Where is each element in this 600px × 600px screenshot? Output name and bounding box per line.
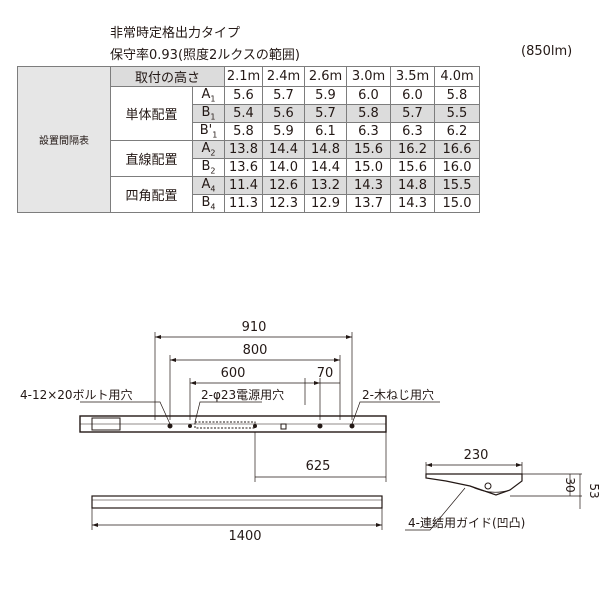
- dim-70: 70: [317, 366, 334, 381]
- table-cell: 11.3: [224, 194, 263, 213]
- table-cell: 15.6: [346, 140, 391, 159]
- dim-800: 800: [243, 343, 268, 358]
- table-cell: 14.8: [390, 176, 435, 195]
- table-cell: 5.7: [304, 104, 347, 123]
- label-screw-holes: 2-木ねじ用穴: [362, 387, 434, 402]
- height-header: 2.4m: [262, 66, 305, 87]
- table-cell: 13.8: [224, 140, 263, 159]
- height-header: 2.6m: [304, 66, 347, 87]
- table-cell: 13.6: [224, 158, 263, 177]
- table-cell: 14.0: [262, 158, 305, 177]
- table-cell: 5.6: [262, 104, 305, 123]
- row-code: B1: [192, 104, 225, 123]
- table-cell: 5.8: [224, 122, 263, 141]
- table-cell: 5.5: [434, 104, 480, 123]
- dim-230: 230: [464, 448, 489, 463]
- dim-600: 600: [221, 366, 246, 381]
- side-label: 設置間隔表: [17, 66, 111, 213]
- table-cell: 5.6: [224, 86, 263, 105]
- fixture-side-view: [91, 495, 383, 509]
- row-code: A1: [192, 86, 225, 105]
- lumen-label: (850lm): [521, 44, 573, 59]
- table-cell: 15.6: [390, 158, 435, 177]
- table-cell: 5.9: [262, 122, 305, 141]
- table-cell: 12.6: [262, 176, 305, 195]
- table-cell: 6.2: [434, 122, 480, 141]
- table-cell: 14.4: [262, 140, 305, 159]
- dimension-drawing: 910 800 600 70 625 1400 230 30 53 4-12×2…: [20, 320, 600, 544]
- title: 非常時定格出力タイプ: [110, 26, 241, 41]
- table-cell: 5.8: [434, 86, 480, 105]
- spacing-table: 設置間隔表 取付の高さ 2.1m 2.4m 2.6m 3.0m 3.5m 4.0…: [17, 66, 480, 213]
- height-header: 3.0m: [346, 66, 391, 87]
- height-header: 3.5m: [390, 66, 435, 87]
- table-cell: 5.7: [390, 104, 435, 123]
- table-cell: 5.7: [262, 86, 305, 105]
- height-header: 4.0m: [434, 66, 480, 87]
- table-cell: 15.0: [346, 158, 391, 177]
- fixture-end-view: [425, 473, 523, 496]
- group-label: 四角配置: [110, 176, 193, 213]
- height-header: 2.1m: [224, 66, 263, 87]
- row-code: B2: [192, 158, 225, 177]
- label-bolt-holes: 4-12×20ボルト用穴: [20, 387, 133, 402]
- table-cell: 5.8: [346, 104, 391, 123]
- power-slot: [194, 421, 256, 429]
- small-square: [280, 423, 287, 430]
- table-cell: 14.3: [390, 194, 435, 213]
- end-block: [91, 417, 121, 431]
- table-cell: 11.4: [224, 176, 263, 195]
- table-cell: 14.4: [304, 158, 347, 177]
- table-cell: 14.8: [304, 140, 347, 159]
- condition-label: 保守率0.93(照度2ルクスの範囲): [110, 48, 300, 63]
- dim-910: 910: [242, 320, 267, 335]
- table-cell: 14.3: [346, 176, 391, 195]
- dim-30: 30: [563, 477, 577, 492]
- label-guide: 4-連結用ガイド(凹凸): [408, 516, 525, 530]
- dim-625: 625: [306, 459, 331, 474]
- row-code: B'1: [192, 122, 225, 141]
- height-label: 取付の高さ: [110, 66, 225, 87]
- row-code: A4: [192, 176, 225, 195]
- table-cell: 6.3: [390, 122, 435, 141]
- group-label: 直線配置: [110, 140, 193, 177]
- table-cell: 6.3: [346, 122, 391, 141]
- table-cell: 6.1: [304, 122, 347, 141]
- table-cell: 6.0: [346, 86, 391, 105]
- row-code: B4: [192, 194, 225, 213]
- table-cell: 15.5: [434, 176, 480, 195]
- group-label: 単体配置: [110, 86, 193, 141]
- dim-53: 53: [587, 483, 600, 498]
- table-cell: 5.4: [224, 104, 263, 123]
- row-code: A2: [192, 140, 225, 159]
- dim-1400: 1400: [228, 529, 261, 544]
- table-cell: 15.0: [434, 194, 480, 213]
- table-cell: 12.3: [262, 194, 305, 213]
- table-cell: 5.9: [304, 86, 347, 105]
- table-cell: 16.6: [434, 140, 480, 159]
- table-cell: 13.2: [304, 176, 347, 195]
- table-cell: 16.0: [434, 158, 480, 177]
- label-power-holes: 2-φ23電源用穴: [201, 387, 284, 402]
- table-cell: 12.9: [304, 194, 347, 213]
- table-cell: 6.0: [390, 86, 435, 105]
- table-cell: 13.7: [346, 194, 391, 213]
- table-cell: 16.2: [390, 140, 435, 159]
